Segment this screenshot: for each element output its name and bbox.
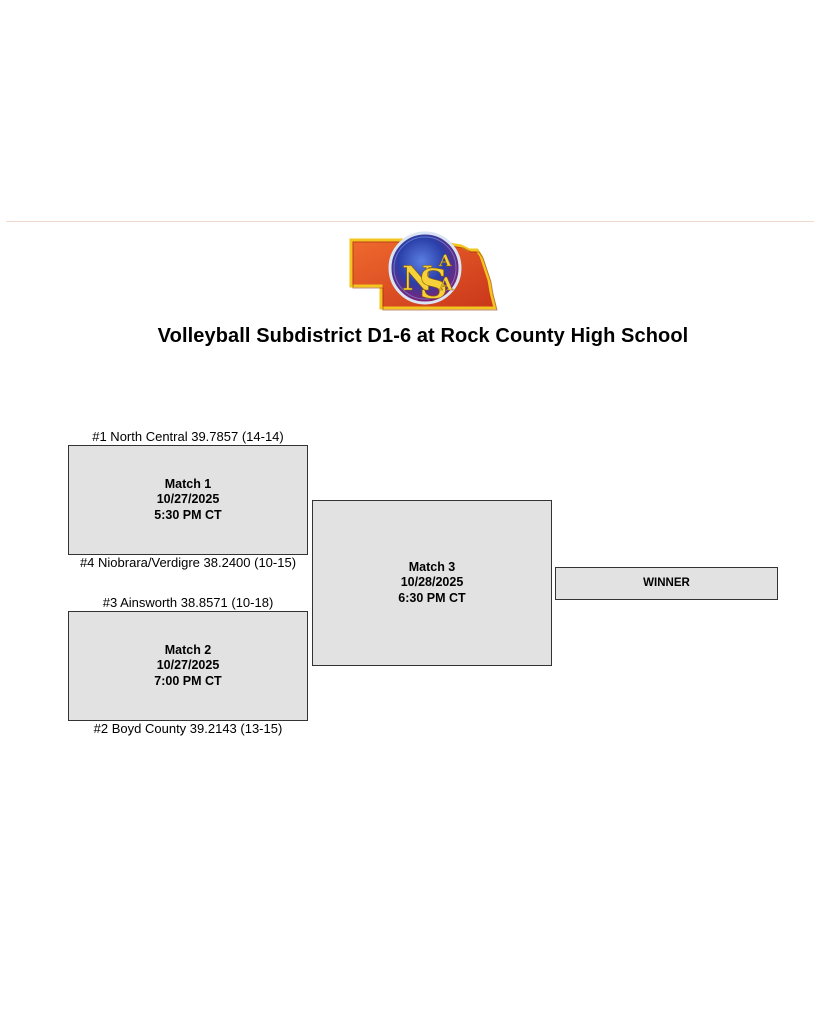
logo-letter-a-bottom: A <box>438 274 454 295</box>
match-2-label: Match 2 <box>164 642 212 657</box>
match-3-date: 10/28/2025 <box>400 575 464 590</box>
page-title: Volleyball Subdistrict D1-6 at Rock Coun… <box>157 325 689 347</box>
match-1-time: 5:30 PM CT <box>154 507 222 522</box>
match-1-date: 10/27/2025 <box>156 492 220 507</box>
winner-box: WINNER <box>555 567 778 600</box>
match-3-time: 6:30 PM CT <box>398 590 466 605</box>
logo-letter-a-top: A <box>438 251 452 270</box>
team-seed-2: #2 Boyd County 39.2143 (13-15) <box>93 721 283 736</box>
team-seed-3: #3 Ainsworth 38.8571 (10-18) <box>102 595 274 610</box>
match-2-box: Match 2 10/27/2025 7:00 PM CT <box>68 611 308 721</box>
logo-letter-n: N <box>402 259 433 299</box>
team-seed-1: #1 North Central 39.7857 (14-14) <box>92 429 284 444</box>
match-3-label: Match 3 <box>408 559 456 574</box>
match-1-label: Match 1 <box>164 476 212 491</box>
nsaa-logo: N S A A <box>345 228 500 316</box>
match-1-box: Match 1 10/27/2025 5:30 PM CT <box>68 445 308 555</box>
divider-line <box>6 221 814 222</box>
logo-letter-s: S <box>419 261 448 308</box>
match-2-time: 7:00 PM CT <box>154 673 222 688</box>
match-3-box: Match 3 10/28/2025 6:30 PM CT <box>312 500 552 666</box>
match-2-date: 10/27/2025 <box>156 658 220 673</box>
nsaa-circle-emblem <box>388 231 462 305</box>
winner-label: WINNER <box>643 576 690 589</box>
team-seed-4: #4 Niobrara/Verdigre 38.2400 (10-15) <box>79 555 297 570</box>
